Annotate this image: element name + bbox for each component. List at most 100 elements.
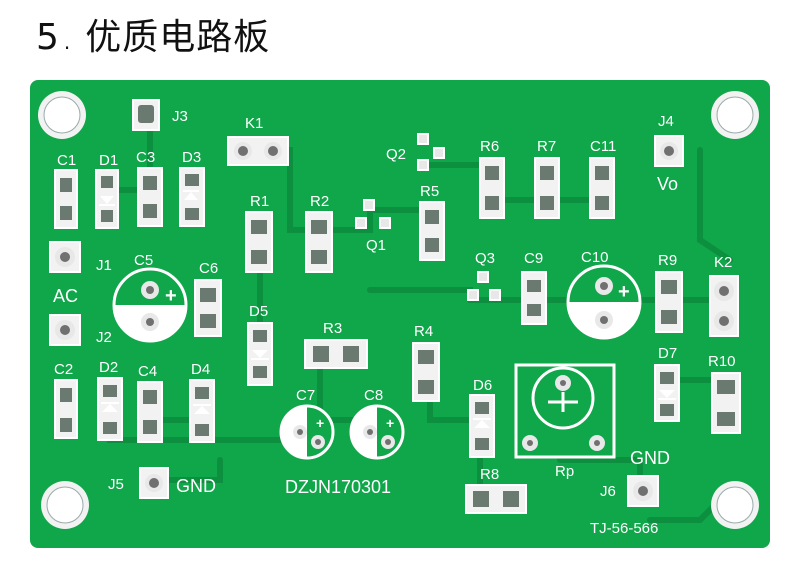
plus-sign: +	[386, 415, 394, 431]
pad-r5-fill-a	[425, 210, 439, 224]
potentiometer-rp	[514, 363, 616, 459]
label-d7: D7	[658, 345, 677, 362]
label-c10: C10	[581, 249, 609, 266]
heading-title: 优质电路板	[85, 17, 271, 58]
diode-symbol-d4	[194, 406, 210, 414]
k1-pin-hole	[268, 146, 278, 156]
label-r8: R8	[480, 466, 499, 483]
pad-d1-fill-a	[101, 176, 113, 188]
j2-pin-hole	[60, 325, 70, 335]
pad-r10-fill-a	[717, 380, 735, 394]
q3-pad	[477, 271, 489, 283]
label-j4: J4	[658, 113, 674, 130]
cap-pin-hole	[385, 439, 391, 445]
label-d4: D4	[191, 361, 210, 378]
heading-number: 5	[36, 17, 60, 58]
plus-sign: +	[618, 281, 630, 303]
pad-r9-fill-a	[661, 280, 677, 294]
pot-pin-hole	[527, 440, 533, 446]
diode-symbol-d3	[184, 192, 198, 200]
label-j1: J1	[96, 257, 112, 274]
label-c11: C11	[590, 138, 616, 155]
q2-pad	[433, 147, 445, 159]
pad-r1-fill-b	[251, 250, 267, 264]
cap-pin-hole	[315, 439, 321, 445]
pad-c1-fill-a	[60, 178, 72, 192]
label-j3: J3	[172, 108, 188, 125]
plus-sign: +	[165, 285, 177, 307]
pad-r8-fill-a	[473, 491, 489, 507]
q2-pad	[417, 133, 429, 145]
diode-bar	[99, 204, 115, 206]
label-r6: R6	[480, 138, 499, 155]
label-c7: C7	[296, 387, 315, 404]
label-vo: Vo	[657, 174, 678, 194]
k2-pin-hole	[719, 286, 729, 296]
diode-symbol-d6	[474, 420, 490, 428]
mounting-hole	[46, 486, 84, 524]
pad-c9-fill-b	[527, 304, 541, 316]
q3-pad	[467, 289, 479, 301]
pad-c11-fill-b	[595, 196, 609, 210]
label-j2: J2	[96, 329, 112, 346]
mounting-holes	[38, 91, 759, 529]
pad-inner-fills	[60, 105, 735, 507]
pad-j3-fill	[138, 105, 154, 123]
diode-bar	[193, 404, 211, 406]
diode-bar	[101, 402, 119, 404]
pad-c3-fill-b	[143, 204, 157, 218]
pad-r1-fill-a	[251, 220, 267, 234]
pad-r9-fill-b	[661, 310, 677, 324]
cap-pin-hole	[297, 429, 303, 435]
label-r10: R10	[708, 353, 736, 370]
pad-r7-fill-a	[540, 166, 554, 180]
pad-r6-fill-a	[485, 166, 499, 180]
diode-symbol-d2	[102, 404, 118, 412]
diode-bar	[473, 418, 491, 420]
label-c1: C1	[57, 152, 76, 169]
pot-outline	[514, 363, 616, 459]
diode-bar	[251, 358, 269, 360]
pad-d5-fill-a	[253, 330, 267, 342]
pot-dial	[531, 366, 595, 430]
pad-r6-fill-b	[485, 196, 499, 210]
label-k1: K1	[245, 115, 263, 132]
label-r4: R4	[414, 323, 433, 340]
j1-pin-hole	[60, 252, 70, 262]
pot-pin-hole	[560, 380, 566, 386]
part-number-label: TJ-56-566	[590, 520, 658, 537]
cap-pin-hole	[600, 282, 608, 290]
pad-c11-fill-a	[595, 166, 609, 180]
label-r5: R5	[420, 183, 439, 200]
label-r7: R7	[537, 138, 556, 155]
label-c3: C3	[136, 149, 155, 166]
q1-pad	[379, 217, 391, 229]
pad-r7-fill-b	[540, 196, 554, 210]
pad-r3-fill-a	[313, 346, 329, 362]
pad-d3-fill-a	[185, 174, 199, 186]
q3-pad	[489, 289, 501, 301]
label-gnd-right: GND	[630, 448, 670, 468]
label-j6: J6	[600, 483, 616, 500]
capacitor-c7: +	[279, 404, 335, 460]
diode-bar	[658, 398, 676, 400]
pad-d3-fill-b	[185, 208, 199, 220]
label-ac: AC	[53, 286, 78, 306]
pot-pin-hole	[594, 440, 600, 446]
capacitor-c8: +	[349, 404, 405, 460]
label-rp: Rp	[555, 463, 574, 480]
cap-pin-hole	[600, 316, 608, 324]
k2-pin-hole	[719, 316, 729, 326]
label-r3: R3	[323, 320, 342, 337]
label-q1: Q1	[366, 237, 386, 254]
diode-symbol-d7	[659, 390, 675, 398]
j6-pin-hole	[638, 486, 648, 496]
transistor-footprints	[355, 133, 501, 301]
through-hole-connectors	[55, 142, 734, 501]
label-d6: D6	[473, 377, 492, 394]
pad-c1-fill-b	[60, 206, 72, 220]
q2-pad	[417, 159, 429, 171]
diode-bar	[183, 190, 199, 192]
silkscreen-labels: C1 D1 C3 D3 J3 K1 Q2 R6 R7 C11 J4 Vo R5 …	[53, 108, 736, 537]
page-heading: 5.优质电路板	[36, 8, 270, 60]
